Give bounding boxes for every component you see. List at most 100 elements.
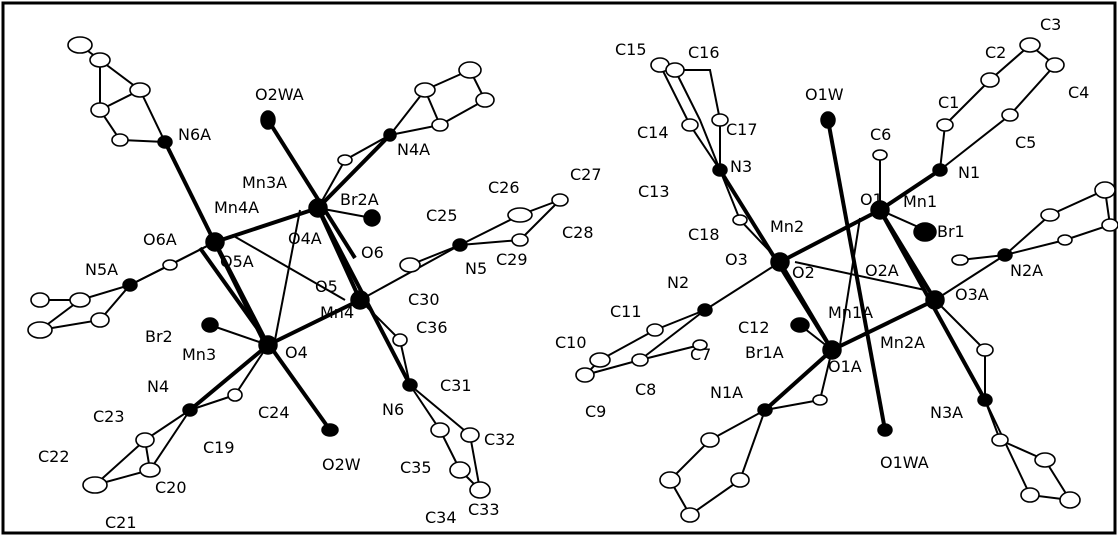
atom — [260, 110, 276, 130]
bond — [778, 260, 834, 352]
bond — [779, 208, 881, 264]
atom-label: C17 — [726, 120, 758, 139]
atom — [646, 323, 664, 337]
atom — [69, 292, 91, 308]
right-molecule: C15 C16 C3 C2 O1W C1 C4 C14 C17 C6 C5 N3… — [555, 15, 1118, 523]
atom — [201, 317, 219, 333]
atom-label: C31 — [440, 376, 472, 395]
atom-label: C19 — [203, 438, 235, 457]
atom — [712, 163, 728, 177]
atom — [757, 403, 773, 417]
atom — [1094, 181, 1116, 199]
atom — [337, 154, 353, 166]
bond — [934, 254, 1006, 301]
atom-label: Br1 — [937, 222, 965, 241]
atom — [951, 254, 969, 266]
atom — [665, 62, 685, 78]
atom-label: C26 — [488, 178, 520, 197]
atom-label: N4A — [397, 140, 430, 159]
atom — [452, 238, 468, 252]
atom — [82, 476, 108, 494]
atom-label: C34 — [425, 508, 457, 527]
atom-label: O2 — [792, 263, 815, 282]
atom-label: C25 — [426, 206, 458, 225]
bond — [831, 298, 936, 352]
atom — [770, 252, 790, 272]
atom — [430, 422, 450, 438]
atom — [111, 133, 129, 147]
bond — [267, 298, 361, 347]
atom — [460, 427, 480, 443]
atom — [822, 340, 842, 360]
atom — [1057, 234, 1073, 246]
atom — [449, 461, 471, 479]
bond — [984, 399, 1072, 502]
atom — [977, 393, 993, 407]
atom-label: C18 — [688, 225, 720, 244]
atom — [1019, 37, 1041, 53]
atom — [925, 290, 945, 310]
atom — [1040, 208, 1060, 222]
atom-label: Mn2A — [880, 333, 925, 352]
atom — [511, 233, 529, 247]
atom-label: Br2 — [145, 327, 173, 346]
atom — [790, 317, 810, 333]
atom — [976, 343, 994, 357]
atom — [308, 198, 328, 218]
atom-label: Mn1 — [903, 192, 937, 211]
atom — [913, 222, 937, 242]
atom-label: C11 — [610, 302, 642, 321]
atom — [730, 472, 750, 488]
atom-label: N1 — [958, 163, 980, 182]
bond — [794, 261, 926, 291]
atom — [936, 118, 954, 132]
atom-label: O2A — [865, 261, 899, 280]
atom — [67, 36, 93, 54]
bond — [213, 241, 270, 346]
atom-label: C30 — [408, 290, 440, 309]
atom — [431, 118, 449, 132]
atom — [631, 353, 649, 367]
bond — [39, 284, 131, 331]
atom — [227, 388, 243, 402]
atom-label: N6A — [178, 125, 211, 144]
atom — [589, 352, 611, 368]
atom — [980, 72, 1000, 88]
atom-label: N2A — [1010, 261, 1043, 280]
atom-label: C27 — [570, 165, 602, 184]
atom — [402, 378, 418, 392]
atom-label: C13 — [638, 182, 670, 201]
atom — [475, 92, 495, 108]
bond — [658, 63, 721, 171]
atom-label: Mn3 — [182, 345, 216, 364]
atom-label: O4 — [285, 343, 308, 362]
atom — [27, 321, 53, 339]
atom — [681, 118, 699, 132]
atom-label: Mn1A — [828, 303, 873, 322]
atom-label: N2 — [667, 273, 689, 292]
atom-label: C2 — [985, 43, 1006, 62]
atom-label: O3A — [955, 285, 989, 304]
atom — [1045, 57, 1065, 73]
atom-label: C9 — [585, 402, 606, 421]
atom-label: N3 — [730, 157, 752, 176]
atom-label: O1 — [860, 190, 883, 209]
atom — [139, 462, 161, 478]
atom — [205, 232, 225, 252]
atom-label: C29 — [496, 250, 528, 269]
atom — [700, 432, 720, 448]
left-molecule: N6A O2WA N4A Mn3A Br2A C26 C27 Mn4A C25 … — [27, 36, 602, 532]
atom — [383, 128, 397, 142]
atom-label: C1 — [938, 93, 959, 112]
atom — [659, 471, 681, 489]
atom-label: Br1A — [745, 343, 784, 362]
bond — [188, 343, 270, 412]
atom — [90, 312, 110, 328]
atom — [872, 149, 888, 161]
atom — [122, 278, 138, 292]
atom-label: C16 — [688, 43, 720, 62]
atom-label: C20 — [155, 478, 187, 497]
atom — [1101, 218, 1118, 232]
